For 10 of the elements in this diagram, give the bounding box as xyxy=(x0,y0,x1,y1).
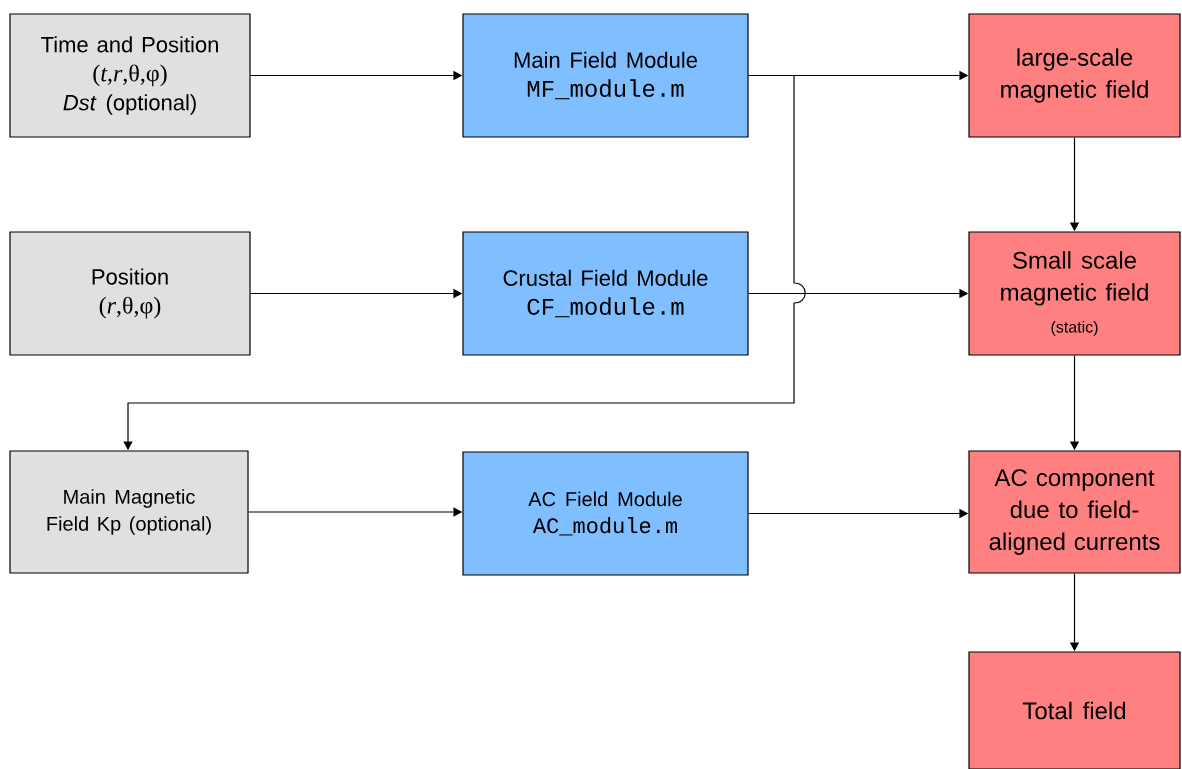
module-box: AC Field Module AC_module.m xyxy=(462,451,749,576)
input-box: Time and Position (t,r,θ,φ) Dst (optional) xyxy=(9,13,251,138)
output-box: Small scale magnetic field (static) xyxy=(968,231,1181,356)
output-box: large-scale magnetic field xyxy=(968,13,1181,138)
module-box: Main Field Module MF_module.m xyxy=(462,13,749,138)
output-box: AC component due to field-aligned currents xyxy=(968,450,1181,574)
input-box: Main Magnetic Field Kp (optional) xyxy=(9,450,249,574)
module-box: Crustal Field Module CF_module.m xyxy=(462,231,749,356)
input-box: Position (r,θ,φ) xyxy=(9,231,251,356)
output-box: Total field xyxy=(968,651,1181,769)
